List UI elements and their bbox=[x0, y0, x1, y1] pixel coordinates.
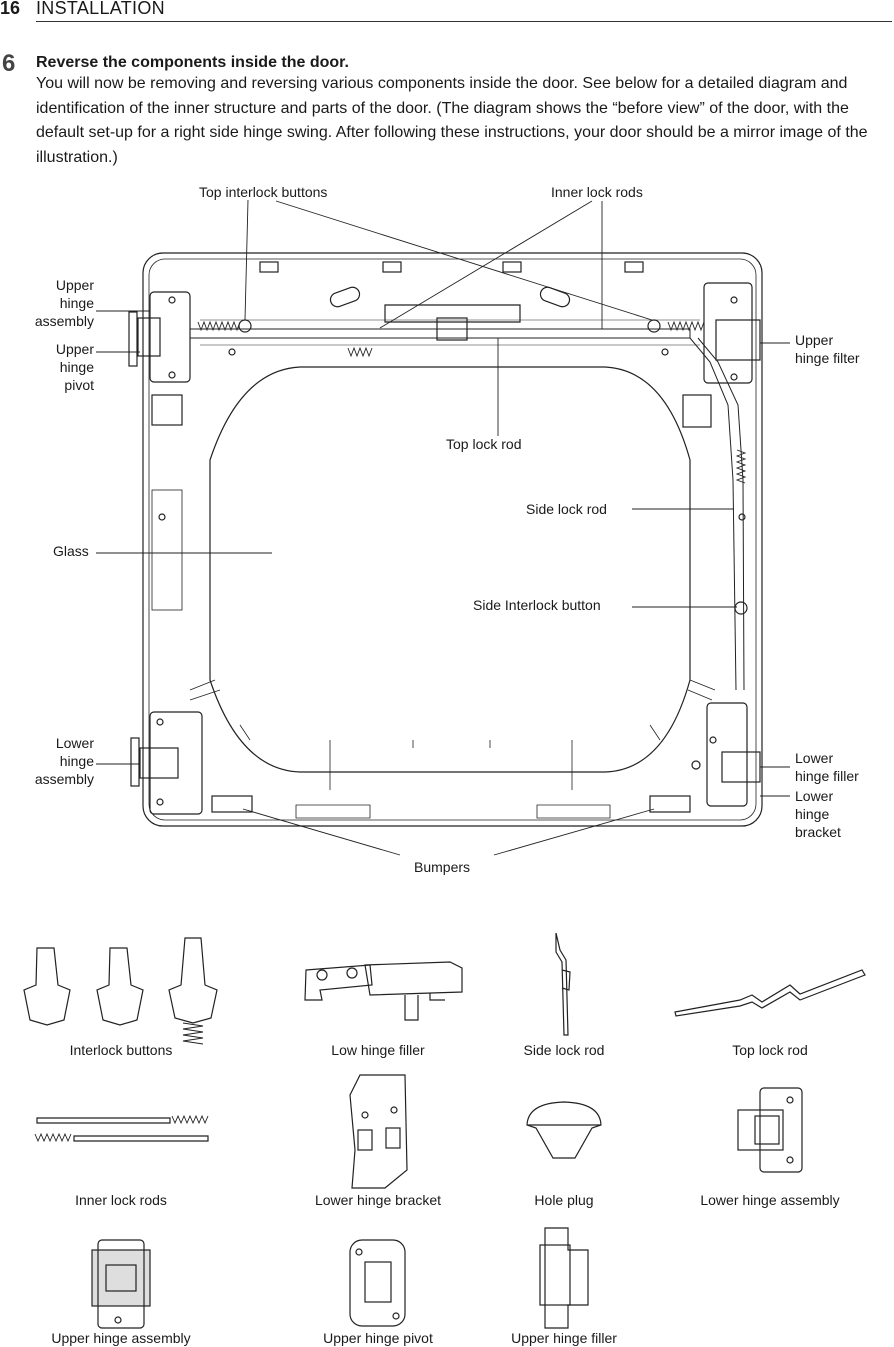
label-lower-hinge-bracket: Lower hinge bracket bbox=[795, 788, 841, 840]
label-top-interlock-buttons: Top interlock buttons bbox=[199, 184, 328, 200]
door-outer-frame bbox=[142, 252, 763, 827]
left-detail bbox=[151, 394, 183, 426]
part-label-upper-hinge-pivot: Upper hinge pivot bbox=[323, 1330, 433, 1346]
top-bracket bbox=[384, 304, 521, 323]
pivot-pin bbox=[130, 737, 140, 787]
top-slot bbox=[259, 261, 279, 273]
screw bbox=[158, 513, 166, 521]
step-number: 6 bbox=[2, 50, 16, 77]
hole-plug-icon bbox=[526, 1101, 602, 1159]
page-header: 16 INSTALLATION bbox=[0, 0, 894, 24]
label-lower-hinge-assembly: Lower hinge assembly bbox=[34, 735, 94, 787]
upper-hinge-assembly-left bbox=[149, 291, 191, 383]
screw bbox=[730, 373, 738, 381]
low-hinge-filler-icon bbox=[304, 961, 463, 1021]
screw bbox=[168, 371, 176, 379]
label-upper-hinge-pivot: Upper hinge pivot bbox=[55, 341, 94, 393]
top-interlock-button-right bbox=[647, 319, 661, 333]
upper-hinge-pivot-icon bbox=[349, 1239, 406, 1327]
part-label-top-lock-rod: Top lock rod bbox=[732, 1042, 808, 1058]
leader-lines bbox=[96, 199, 790, 856]
bumper-right bbox=[649, 795, 691, 813]
spring-left bbox=[197, 320, 241, 332]
part-label-low-hinge-filler: Low hinge filler bbox=[331, 1042, 425, 1058]
side-lock-rod-edge bbox=[697, 337, 745, 691]
screw bbox=[156, 798, 164, 806]
part-label-lower-hinge-assembly: Lower hinge assembly bbox=[700, 1192, 840, 1208]
screw bbox=[168, 296, 176, 304]
screw bbox=[691, 760, 701, 770]
inner-lock-rods-icon bbox=[34, 1114, 209, 1143]
part-label-interlock-buttons: Interlock buttons bbox=[69, 1042, 173, 1058]
part-label-upper-hinge-filler: Upper hinge filler bbox=[511, 1330, 617, 1346]
page-number: 16 bbox=[0, 0, 21, 18]
header-rule bbox=[36, 21, 892, 22]
top-slot bbox=[502, 261, 522, 273]
part-label-lower-hinge-bracket: Lower hinge bracket bbox=[314, 1192, 442, 1208]
top-slot bbox=[624, 261, 644, 273]
top-oval bbox=[329, 286, 361, 308]
screw bbox=[709, 736, 717, 744]
part-label-side-lock-rod: Side lock rod bbox=[523, 1042, 605, 1058]
part-label-hole-plug: Hole plug bbox=[534, 1192, 594, 1208]
upper-hinge-assembly-icon bbox=[91, 1239, 151, 1329]
label-upper-hinge-assembly: Upper hinge assembly bbox=[34, 277, 94, 329]
screw bbox=[156, 718, 164, 726]
label-glass: Glass bbox=[53, 543, 89, 559]
step-title: Reverse the components inside the door. bbox=[36, 54, 349, 71]
label-side-interlock-button: Side Interlock button bbox=[473, 597, 601, 613]
bottom-ribs bbox=[295, 804, 611, 819]
lower-hinge-bracket-icon bbox=[349, 1074, 408, 1189]
left-side-channel bbox=[151, 489, 183, 611]
lower-hinge-bracket-right bbox=[706, 702, 748, 807]
lower-hinge-assembly-left bbox=[149, 711, 203, 815]
rail-lines bbox=[200, 319, 700, 346]
glass-panel bbox=[209, 366, 691, 773]
right-detail bbox=[682, 394, 712, 428]
label-top-lock-rod: Top lock rod bbox=[446, 436, 522, 452]
upper-hinge-filler-icon bbox=[539, 1227, 589, 1329]
side-lock-rod-icon bbox=[555, 932, 571, 1036]
upper-hinge-pivot-left bbox=[137, 317, 161, 357]
top-lock-rod-icon bbox=[674, 969, 866, 1017]
section-title: INSTALLATION bbox=[36, 0, 165, 18]
label-upper-hinge-filter: Upper hinge filter bbox=[795, 332, 860, 366]
side-lock-rod bbox=[689, 337, 737, 691]
lower-hinge-block bbox=[139, 747, 179, 779]
door-inner-frame bbox=[148, 258, 757, 821]
step-body: You will now be removing and reversing v… bbox=[36, 75, 868, 166]
part-label-inner-lock-rods: Inner lock rods bbox=[75, 1192, 167, 1208]
glass-ticks bbox=[189, 679, 716, 741]
upper-hinge-filler-right bbox=[715, 319, 761, 361]
spring-mid bbox=[347, 346, 373, 358]
top-slot bbox=[382, 261, 402, 273]
spring-right bbox=[667, 320, 705, 332]
screw bbox=[738, 513, 746, 521]
bottom-ticks bbox=[329, 740, 573, 790]
bumper-left bbox=[211, 795, 253, 813]
lower-hinge-assembly-icon bbox=[737, 1087, 803, 1173]
side-spring bbox=[735, 449, 747, 484]
label-side-lock-rod: Side lock rod bbox=[526, 501, 607, 517]
part-label-upper-hinge-assembly: Upper hinge assembly bbox=[51, 1330, 191, 1346]
side-interlock-button bbox=[734, 601, 748, 615]
label-lower-hinge-filler: Lower hinge filler bbox=[795, 750, 859, 784]
label-inner-lock-rods: Inner lock rods bbox=[551, 184, 643, 200]
interlock-buttons-icon bbox=[23, 937, 218, 1045]
screw bbox=[228, 348, 236, 356]
screw bbox=[661, 348, 669, 356]
screw bbox=[730, 296, 738, 304]
pivot-pin bbox=[128, 311, 138, 367]
label-bumpers: Bumpers bbox=[414, 859, 471, 875]
